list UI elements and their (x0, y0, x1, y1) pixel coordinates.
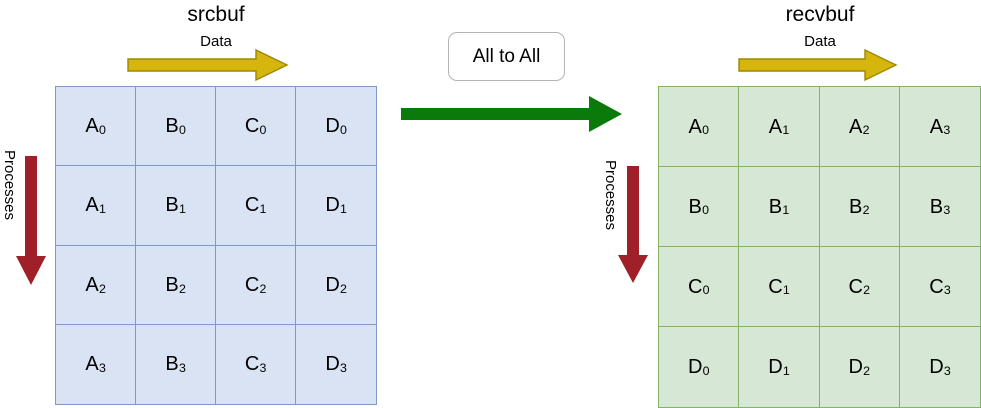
all-to-all-arrow (401, 96, 622, 132)
cell-letter: C (687, 275, 703, 298)
cell-letter: C (244, 353, 260, 376)
srcbuf-title: srcbuf (187, 3, 245, 26)
cell-letter: A (85, 273, 99, 296)
recvbuf-title: recvbuf (785, 3, 855, 26)
cell-letter: B (849, 195, 863, 218)
recvbuf-data-label: Data (804, 33, 836, 50)
cell-letter: B (165, 194, 179, 217)
cell-letter: A (85, 353, 99, 376)
cell-letter: B (165, 353, 179, 376)
cell-letter: C (244, 273, 260, 296)
cell-letter: D (768, 356, 783, 378)
cell-letter: C (244, 115, 260, 138)
cell-letter: D (325, 115, 340, 138)
all-to-all-text: All to All (472, 45, 541, 67)
cell-letter: C (848, 275, 863, 298)
cell-letter: A (849, 115, 863, 138)
cell-letter: A (768, 115, 783, 138)
recvbuf-processes-arrow (618, 166, 648, 283)
srcbuf-data-label: Data (200, 33, 232, 50)
cell-letter: A (85, 194, 99, 217)
cell-letter: A (85, 115, 99, 138)
cell-letter: D (848, 356, 863, 378)
cell-letter: D (325, 273, 340, 296)
cell-letter: B (688, 195, 702, 218)
cell-letter: D (929, 356, 944, 378)
cell-letter: B (165, 273, 179, 296)
cell-letter: B (768, 195, 783, 218)
cell-letter: C (244, 194, 260, 217)
all-to-all-label-box: All to All (448, 32, 565, 81)
cell-letter: A (688, 115, 702, 138)
cell-letter: D (687, 356, 703, 378)
recvbuf-data-arrow (738, 48, 898, 82)
cell-letter: C (929, 275, 944, 298)
srcbuf-data-arrow (127, 48, 289, 82)
cell-letter: A (929, 115, 944, 138)
cell-letter: B (165, 115, 179, 138)
cell-letter: B (929, 195, 944, 218)
cell-letter: C (768, 275, 783, 298)
srcbuf-processes-arrow (16, 156, 46, 285)
cell-letter: D (325, 194, 340, 217)
cell-letter: D (325, 353, 340, 376)
